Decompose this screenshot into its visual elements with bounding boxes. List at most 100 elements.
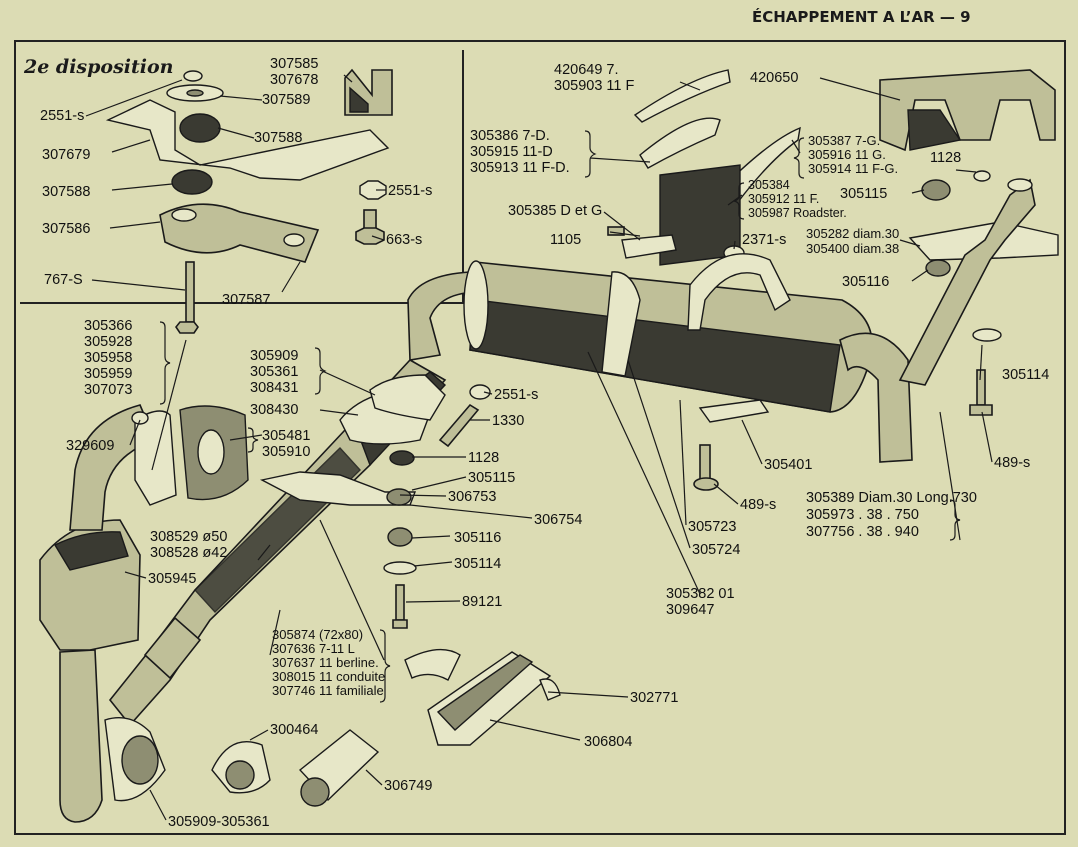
label-305382: 305382 01 309647 <box>666 586 735 618</box>
label-line: 305959 <box>84 366 133 382</box>
label-89121: 89121 <box>462 594 503 610</box>
label-307589: 307589 <box>262 92 311 108</box>
label-489s-b: 489-s <box>740 497 777 513</box>
label-306753: 306753 <box>448 489 497 505</box>
label-307588-a: 307588 <box>254 130 303 146</box>
label-305116-a: 305116 <box>842 274 890 290</box>
loose-parts <box>211 648 561 807</box>
label-line: 305909 <box>250 348 299 364</box>
label-line: 309647 <box>666 602 715 618</box>
front-pipe-assembly <box>39 358 491 823</box>
label-line: 305481 <box>262 428 311 444</box>
label-line: 307756 . 38 . 940 <box>806 524 919 540</box>
label-305115-a: 305115 <box>840 186 888 202</box>
label-line: 305958 <box>84 350 133 366</box>
label-line: 305910 <box>262 444 311 460</box>
label-663s: 663-s <box>386 232 423 248</box>
label-1128-a: 1128 <box>930 150 962 166</box>
label-307587: 307587 <box>222 292 271 308</box>
label-305366: 305366 305928 305958 305959 307073 <box>84 318 132 398</box>
label-line: 308015 11 conduite <box>272 669 386 684</box>
silencer-assembly <box>407 178 1036 491</box>
inset-title: 2e disposition <box>24 56 174 78</box>
label-305387: 305387 7-G. 305916 11 G. 305914 11 F-G. <box>808 134 898 176</box>
label-307585: 307585 307678 <box>270 56 318 88</box>
hanger-parts <box>607 69 1059 277</box>
leader-lines <box>85 74 993 821</box>
label-2551s-c: 2551-s <box>494 387 539 403</box>
label-line: 305973 . 38 . 750 <box>806 507 919 523</box>
label-305909-a: 305909 305361 308431 <box>250 348 298 396</box>
label-305389: 305389 Diam.30 Long.730 305973 . 38 . 75… <box>806 490 977 541</box>
label-line: 307637 11 berline. <box>272 655 379 670</box>
label-line: 305903 11 F <box>554 78 635 94</box>
label-307586: 307586 <box>42 221 91 237</box>
label-767s: 767-S <box>44 272 83 288</box>
label-line: 307073 <box>84 382 133 398</box>
label-line: 308529 ø50 <box>150 529 228 545</box>
label-1128-b: 1128 <box>468 450 500 466</box>
label-307679: 307679 <box>42 147 91 163</box>
label-line: 305400 diam.38 <box>806 241 900 256</box>
label-2551s-b: 2551-s <box>388 183 433 199</box>
label-line: 308528 ø42 <box>150 545 228 561</box>
label-308430: 308430 <box>250 402 299 418</box>
label-2371s: 2371-s <box>742 232 787 248</box>
label-line: 420649 7. <box>554 62 619 78</box>
label-line: 305389 Diam.30 Long.730 <box>806 490 977 506</box>
label-1105: 1105 <box>550 232 582 248</box>
grouping-braces <box>159 130 961 703</box>
label-300464: 300464 <box>270 722 319 738</box>
label-305115-b: 305115 <box>468 470 516 486</box>
label-306804: 306804 <box>584 734 633 750</box>
label-line: 308431 <box>250 380 299 396</box>
label-line: 305282 diam.30 <box>806 226 900 241</box>
label-420650: 420650 <box>750 70 799 86</box>
label-1330: 1330 <box>492 413 525 429</box>
label-line: 305915 11-D <box>470 144 553 160</box>
label-305384: 305384 305912 11 F. 305987 Roadster. <box>748 178 847 220</box>
label-line: 307585 <box>270 56 319 72</box>
label-line: 305914 11 F-G. <box>808 161 899 176</box>
label-line: 305928 <box>84 334 133 350</box>
label-307588-b: 307588 <box>42 184 91 200</box>
label-line: 305916 11 G. <box>808 147 886 162</box>
label-line: 305361 <box>250 364 299 380</box>
label-302771: 302771 <box>630 690 679 706</box>
label-305114-b: 305114 <box>454 556 502 572</box>
label-305282: 305282 diam.30 305400 diam.38 <box>806 226 899 256</box>
label-305724: 305724 <box>692 542 741 558</box>
label-305385: 305385 D et G <box>508 203 603 219</box>
label-line: 307678 <box>270 72 319 88</box>
label-line: 305382 01 <box>666 586 735 602</box>
label-line: 305387 7-G. <box>808 133 881 148</box>
label-305116-b: 305116 <box>454 530 502 546</box>
label-306754: 306754 <box>534 512 583 528</box>
label-line: 305386 7-D. <box>470 128 550 144</box>
label-329609: 329609 <box>66 438 115 454</box>
label-305401: 305401 <box>764 457 813 473</box>
label-line: 305913 11 F-D. <box>470 160 570 176</box>
label-line: 305874 (72x80) <box>272 627 364 642</box>
label-420649: 420649 7. 305903 11 F <box>554 62 634 94</box>
label-line: 307636 7-11 L <box>272 641 355 656</box>
label-305874: 305874 (72x80) 307636 7-11 L 307637 11 b… <box>272 628 385 698</box>
label-305909-b: 305909-305361 <box>168 814 270 830</box>
label-305481: 305481 305910 <box>262 428 310 460</box>
label-line: 305366 <box>84 318 133 334</box>
label-line: 305987 Roadster. <box>748 206 847 220</box>
label-line: 307746 11 familiale <box>272 683 384 698</box>
label-489s-a: 489-s <box>994 455 1031 471</box>
inset-bracket-assembly <box>105 68 393 334</box>
label-2551s-a: 2551-s <box>40 108 85 124</box>
label-305114-a: 305114 <box>1002 367 1050 383</box>
label-306749: 306749 <box>384 778 433 794</box>
label-308529: 308529 ø50 308528 ø42 <box>150 529 227 561</box>
page-title: ÉCHAPPEMENT A L’AR — 9 <box>752 8 971 26</box>
inset-panel <box>20 50 464 304</box>
label-305386: 305386 7-D. 305915 11-D 305913 11 F-D. <box>470 128 570 176</box>
label-305945: 305945 <box>148 571 197 587</box>
diagram-frame <box>14 40 1066 835</box>
label-305723: 305723 <box>688 519 737 535</box>
